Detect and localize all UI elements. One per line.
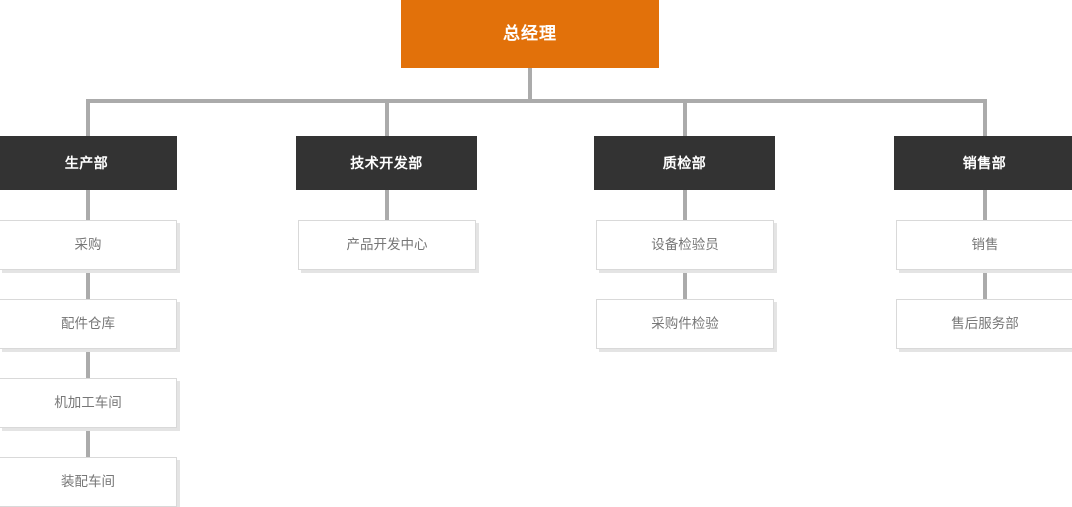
connector-col1-seg-1 — [86, 190, 90, 222]
node-unit-parts-warehouse[interactable]: 配件仓库 — [0, 299, 177, 349]
connector-col3-seg-2 — [683, 270, 687, 300]
node-unit-after-sales-service[interactable]: 售后服务部 — [896, 299, 1072, 349]
connector-col1-seg-3 — [86, 349, 90, 379]
connector-bus-to-dept-3 — [683, 99, 687, 139]
connector-col3-seg-1 — [683, 190, 687, 222]
connector-bus-to-dept-2 — [385, 99, 389, 139]
connector-bus-to-dept-4 — [983, 99, 987, 139]
node-unit-product-development-center[interactable]: 产品开发中心 — [298, 220, 476, 270]
connector-col4-seg-2 — [983, 270, 987, 300]
node-department-quality-inspection[interactable]: 质检部 — [594, 136, 775, 190]
connector-root-down — [528, 68, 532, 103]
node-unit-procurement[interactable]: 采购 — [0, 220, 177, 270]
node-unit-purchased-parts-inspection[interactable]: 采购件检验 — [596, 299, 774, 349]
connector-bus-to-dept-1 — [86, 99, 90, 139]
node-department-tech-development[interactable]: 技术开发部 — [296, 136, 477, 190]
node-unit-equipment-inspector[interactable]: 设备检验员 — [596, 220, 774, 270]
node-root-general-manager[interactable]: 总经理 — [401, 0, 659, 68]
connector-col1-seg-4 — [86, 428, 90, 458]
node-unit-machining-workshop[interactable]: 机加工车间 — [0, 378, 177, 428]
node-unit-assembly-workshop[interactable]: 装配车间 — [0, 457, 177, 507]
connector-horizontal-bus — [86, 99, 987, 103]
connector-col2-seg-1 — [385, 190, 389, 222]
connector-col1-seg-2 — [86, 270, 90, 300]
node-department-sales[interactable]: 销售部 — [894, 136, 1072, 190]
node-unit-sales[interactable]: 销售 — [896, 220, 1072, 270]
connector-col4-seg-1 — [983, 190, 987, 222]
node-department-production[interactable]: 生产部 — [0, 136, 177, 190]
